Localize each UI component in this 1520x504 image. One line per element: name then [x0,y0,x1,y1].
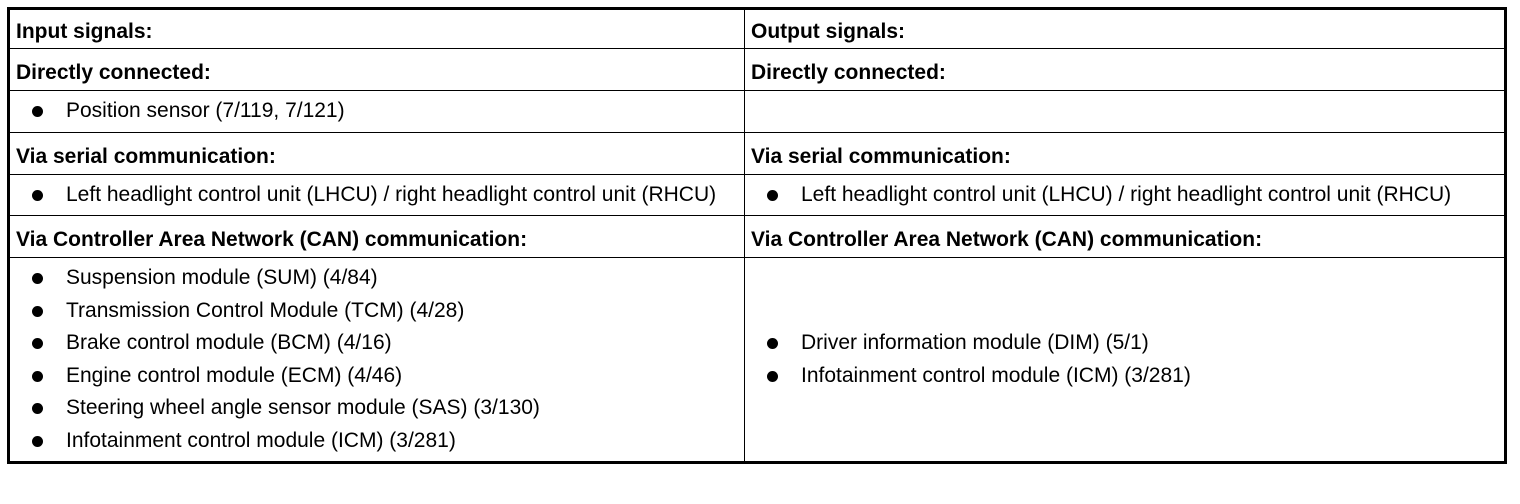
bullet-icon [767,338,778,349]
input-item-list: Position sensor (7/119, 7/121) [16,95,738,128]
bullet-icon [32,189,43,201]
input-section-heading: Via Controller Area Network (CAN) commun… [8,215,745,258]
section-items-row: Suspension module (SUM) (4/84) Transmiss… [8,257,1506,463]
section-items-row: Left headlight control unit (LHCU) / rig… [8,173,1506,216]
bullet-icon [32,273,43,284]
output-signals-title: Output signals: [744,8,1506,49]
list-item-text: Engine control module (ECM) (4/46) [66,363,403,387]
input-section-heading: Directly connected: [8,48,745,91]
list-item: Infotainment control module (ICM) (3/281… [751,360,1498,393]
output-items-cell: Left headlight control unit (LHCU) / rig… [744,173,1506,216]
output-item-list: Left headlight control unit (LHCU) / rig… [751,179,1498,212]
input-section-heading: Via serial communication: [8,131,745,175]
section-heading-row: Via Controller Area Network (CAN) commun… [8,215,1506,258]
list-item-text: Steering wheel angle sensor module (SAS)… [66,396,540,419]
output-section-heading: Via Controller Area Network (CAN) commun… [744,215,1506,258]
list-item: Suspension module (SUM) (4/84) [16,262,738,295]
list-item: Position sensor (7/119, 7/121) [16,95,738,128]
signals-table: Input signals: Output signals: Directly … [7,7,1507,464]
bullet-icon [32,403,43,414]
list-item: Transmission Control Module (TCM) (4/28) [16,295,738,328]
bullet-icon [767,189,778,201]
list-item-text: Driver information module (DIM) (5/1) [801,331,1149,354]
input-item-list: Left headlight control unit (LHCU) / rig… [16,179,738,212]
list-item: Left headlight control unit (LHCU) / rig… [16,179,738,212]
list-item: Engine control module (ECM) (4/46) [16,360,738,393]
list-item-text: Infotainment control module (ICM) (3/281… [66,428,456,452]
bullet-icon [32,435,43,447]
list-item-text: Position sensor (7/119, 7/121) [66,99,345,122]
list-item: Steering wheel angle sensor module (SAS)… [16,392,738,425]
output-item-list: Driver information module (DIM) (5/1) In… [751,327,1498,392]
output-items-cell: Driver information module (DIM) (5/1) In… [744,257,1506,463]
bullet-icon [767,370,778,382]
list-item-text: Infotainment control module (ICM) (3/281… [801,363,1191,387]
list-item: Left headlight control unit (LHCU) / rig… [751,179,1498,212]
output-section-heading: Via serial communication: [744,131,1506,175]
input-items-cell: Position sensor (7/119, 7/121) [8,90,745,133]
list-item-text: Transmission Control Module (TCM) (4/28) [66,298,465,322]
bullet-icon [32,370,43,382]
input-item-list: Suspension module (SUM) (4/84) Transmiss… [16,262,738,457]
list-item: Brake control module (BCM) (4/16) [16,327,738,360]
section-items-row: Position sensor (7/119, 7/121) [8,90,1506,133]
list-item-text: Left headlight control unit (LHCU) / rig… [66,182,717,206]
bullet-icon [32,305,43,317]
input-items-cell: Left headlight control unit (LHCU) / rig… [8,173,745,216]
input-items-cell: Suspension module (SUM) (4/84) Transmiss… [8,257,745,463]
bullet-icon [32,338,43,349]
bullet-icon [32,106,43,117]
list-item-text: Suspension module (SUM) (4/84) [66,266,378,289]
list-item-text: Left headlight control unit (LHCU) / rig… [801,182,1452,206]
title-row: Input signals: Output signals: [8,8,1506,49]
list-item: Infotainment control module (ICM) (3/281… [16,425,738,458]
list-item-text: Brake control module (BCM) (4/16) [66,331,392,354]
output-items-cell [744,90,1506,133]
section-heading-row: Directly connected: Directly connected: [8,48,1506,91]
input-signals-title: Input signals: [8,8,745,49]
list-item: Driver information module (DIM) (5/1) [751,327,1498,360]
section-heading-row: Via serial communication: Via serial com… [8,131,1506,175]
output-section-heading: Directly connected: [744,48,1506,91]
